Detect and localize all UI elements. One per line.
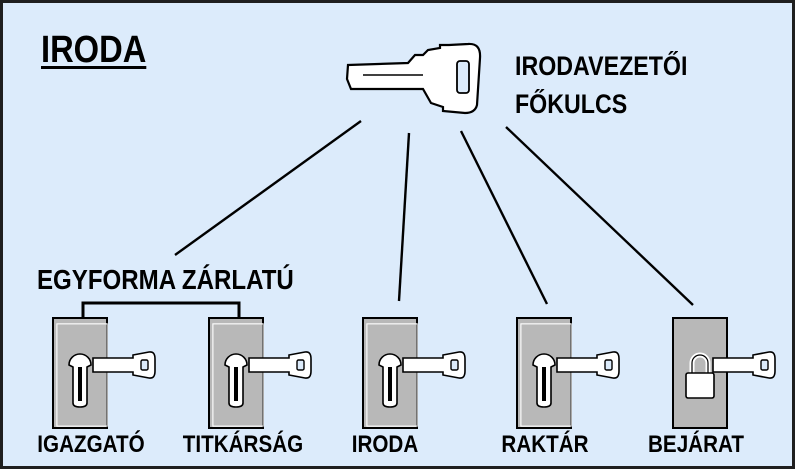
line-to-keyed-alike-group	[174, 120, 362, 256]
master-key-icon	[345, 42, 482, 115]
keyed-alike-label: EGYFORMA ZÁRLATÚ	[37, 264, 294, 295]
master-key-connections	[174, 120, 694, 306]
master-key-label: IRODAVEZETŐI FŐKULCS	[515, 47, 687, 123]
master-key-label-line1: IRODAVEZETŐI	[515, 51, 688, 81]
lock-label-titkarsag: TITKÁRSÁG	[182, 431, 304, 458]
master-key-label-line2: FŐKULCS	[515, 89, 628, 119]
line-to-iroda	[397, 132, 411, 302]
lock-bejarat	[673, 318, 776, 428]
lock-label-raktar: RAKTÁR	[501, 431, 589, 458]
lock-igazgato	[52, 317, 156, 429]
lock-label-iroda: IRODA	[351, 431, 419, 458]
diagram-title: IRODA	[41, 29, 147, 71]
diagram-graphics	[52, 42, 776, 469]
line-to-raktar	[459, 130, 549, 305]
keyed-alike-bracket	[81, 301, 241, 317]
line-to-bejarat	[505, 126, 694, 306]
lock-titkarsag	[208, 317, 312, 429]
lock-label-bejarat: BEJÁRAT	[648, 431, 744, 458]
lock-raktar	[516, 317, 620, 429]
lock-label-igazgato: IGAZGATÓ	[37, 431, 145, 458]
lock-iroda	[362, 317, 466, 429]
